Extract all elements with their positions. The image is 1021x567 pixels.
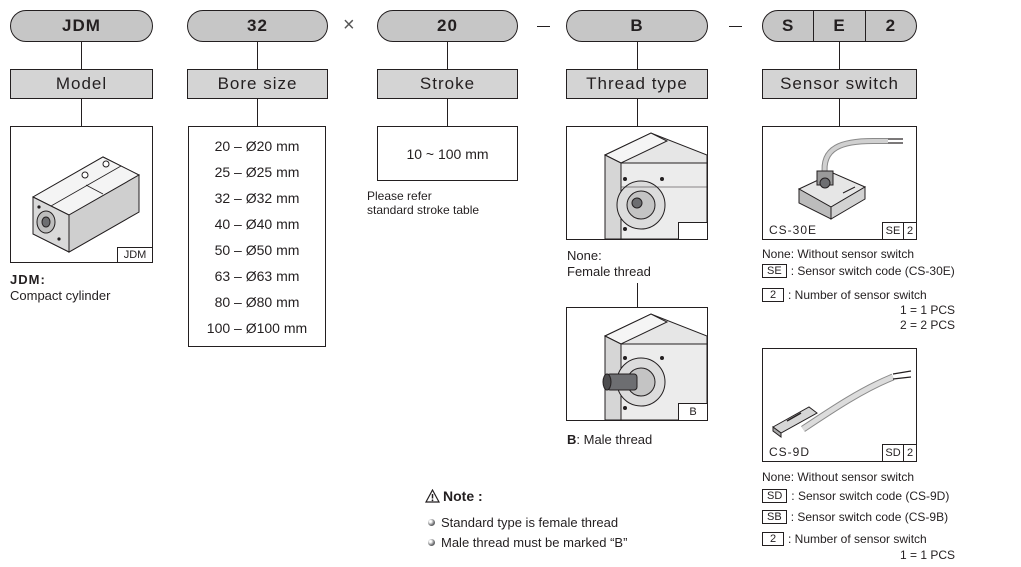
sensor-b-tag-code: SD [882, 444, 904, 462]
stroke-code-pill: 20 [377, 10, 518, 42]
sensor-b-code1-row: SD: Sensor switch code (CS-9D) [762, 489, 949, 503]
connector-thread [637, 42, 638, 69]
label-model: Model [10, 69, 153, 99]
model-caption-title: JDM: [10, 272, 46, 287]
bore-code: 32 [247, 16, 268, 35]
note-item: Standard type is female thread [428, 515, 618, 531]
connector-stroke-2 [447, 99, 448, 126]
sensor-cs30e-image [797, 138, 903, 220]
bore-size-item: 63 – Ø63 mm [214, 268, 300, 284]
label-bore-size: Bore size [187, 69, 328, 99]
connector-model [81, 42, 82, 69]
model-tag: JDM [117, 247, 153, 263]
sensor-a-count-code: 2 [762, 288, 784, 302]
sensor-a-tag-code: SE [882, 222, 904, 240]
sensor-a-none: None: Without sensor switch [762, 247, 915, 261]
female-thread-label: None: [567, 248, 602, 263]
sensor-a-code-text: : Sensor switch code (CS-30E) [790, 264, 955, 278]
model-code: JDM [62, 16, 101, 35]
male-thread-tag: B [678, 403, 708, 421]
model-code-pill: JDM [10, 10, 153, 42]
connector-stroke [447, 42, 448, 69]
separator-dash-2 [729, 26, 742, 27]
sensor-code-pill: S E 2 [762, 10, 917, 42]
female-thread-image [603, 132, 707, 239]
sensor-a-count-text: : Number of sensor switch [788, 288, 927, 302]
bore-size-item: 32 – Ø32 mm [214, 190, 300, 206]
sensor-a-count-row: 2 : Number of sensor switch [762, 288, 927, 302]
sensor-b-code1: SD [762, 489, 788, 503]
male-thread-image-box [566, 307, 708, 421]
sensor-a-opt2: 2 = 2 PCS [900, 318, 956, 332]
bore-size-item: 80 – Ø80 mm [214, 294, 300, 310]
label-sensor-switch: Sensor switch [762, 69, 917, 99]
sensor-b-image-box: CS-9D [762, 348, 917, 462]
connector-thread-2 [637, 99, 638, 126]
sensor-a-tag-count: 2 [903, 222, 917, 240]
note-item-text: Standard type is female thread [441, 515, 619, 530]
bore-code-pill: 32 [187, 10, 328, 42]
sensor-b-code1-text: : Sensor switch code (CS-9D) [791, 489, 950, 503]
separator-dash-1 [537, 26, 550, 27]
bore-size-item: 20 – Ø20 mm [214, 138, 300, 154]
sensor-b-opt1: 1 = 1 PCS [900, 548, 956, 562]
label-thread-type: Thread type [566, 69, 708, 99]
sensor-a-model: CS-30E [769, 223, 818, 237]
bore-size-item: 25 – Ø25 mm [214, 164, 300, 180]
male-thread-image [602, 313, 707, 420]
thread-code-pill: B [566, 10, 708, 42]
female-thread-image-box [566, 126, 708, 240]
sensor-b-tag-count: 2 [903, 444, 917, 462]
warning-icon [425, 489, 440, 503]
sensor-b-count-code: 2 [762, 532, 784, 546]
note-item-text: Male thread must be marked “B” [441, 535, 628, 550]
bullet-icon [428, 519, 435, 526]
bore-size-item: 40 – Ø40 mm [214, 216, 300, 232]
compact-cylinder-image [31, 156, 141, 253]
sensor-b-model: CS-9D [769, 445, 811, 459]
bullet-icon [428, 539, 435, 546]
female-thread-text: Female thread [567, 264, 651, 279]
sensor-a-code: SE [762, 264, 787, 278]
sensor-b-code2-row: SB: Sensor switch code (CS-9B) [762, 510, 948, 524]
sensor-a-code-row: SE: Sensor switch code (CS-30E) [762, 264, 955, 278]
sensor-code-seg-1: S [781, 16, 795, 35]
stroke-range-box: 10 ~ 100 mm [377, 126, 518, 181]
stroke-range: 10 ~ 100 mm [406, 145, 489, 162]
male-thread-caption: B: Male thread [567, 432, 652, 448]
sensor-a-image-box: CS-30E [762, 126, 917, 240]
note-title: Note : [443, 488, 483, 504]
sensor-b-code2-text: : Sensor switch code (CS-9B) [790, 510, 949, 524]
connector-sensor-2 [839, 99, 840, 126]
male-thread-text: : Male thread [576, 432, 653, 447]
label-stroke: Stroke [377, 69, 518, 99]
sensor-b-count-text: : Number of sensor switch [788, 532, 927, 546]
thread-code: B [630, 16, 644, 35]
sensor-b-none: None: Without sensor switch [762, 470, 915, 484]
note-heading: Note : [425, 488, 483, 504]
sensor-b-count-row: 2 : Number of sensor switch [762, 532, 927, 546]
male-thread-label: B [567, 432, 577, 447]
bore-size-list: 20 – Ø20 mm 25 – Ø25 mm 32 – Ø32 mm 40 –… [188, 126, 326, 347]
sensor-b-code2: SB [762, 510, 787, 524]
sensor-cs9d-image [772, 370, 912, 438]
stroke-note-line2: standard stroke table [367, 203, 480, 217]
female-thread-tag [678, 222, 708, 240]
connector-model-2 [81, 99, 82, 126]
connector-sensor [839, 42, 840, 69]
bore-size-item: 100 – Ø100 mm [206, 320, 308, 336]
model-caption-text: Compact cylinder [10, 288, 111, 303]
bore-size-item: 50 – Ø50 mm [214, 242, 300, 258]
connector-bore-2 [257, 99, 258, 126]
model-image-box [10, 126, 153, 263]
times-sign: × [343, 14, 355, 36]
stroke-code: 20 [437, 16, 458, 35]
sensor-a-opt1: 1 = 1 PCS [900, 303, 956, 317]
note-item: Male thread must be marked “B” [428, 535, 627, 551]
sensor-code-seg-2: E [813, 11, 864, 41]
connector-thread-3 [637, 283, 638, 307]
stroke-note-line1: Please refer [367, 189, 432, 203]
sensor-code-seg-3: 2 [864, 11, 916, 41]
connector-bore [257, 42, 258, 69]
